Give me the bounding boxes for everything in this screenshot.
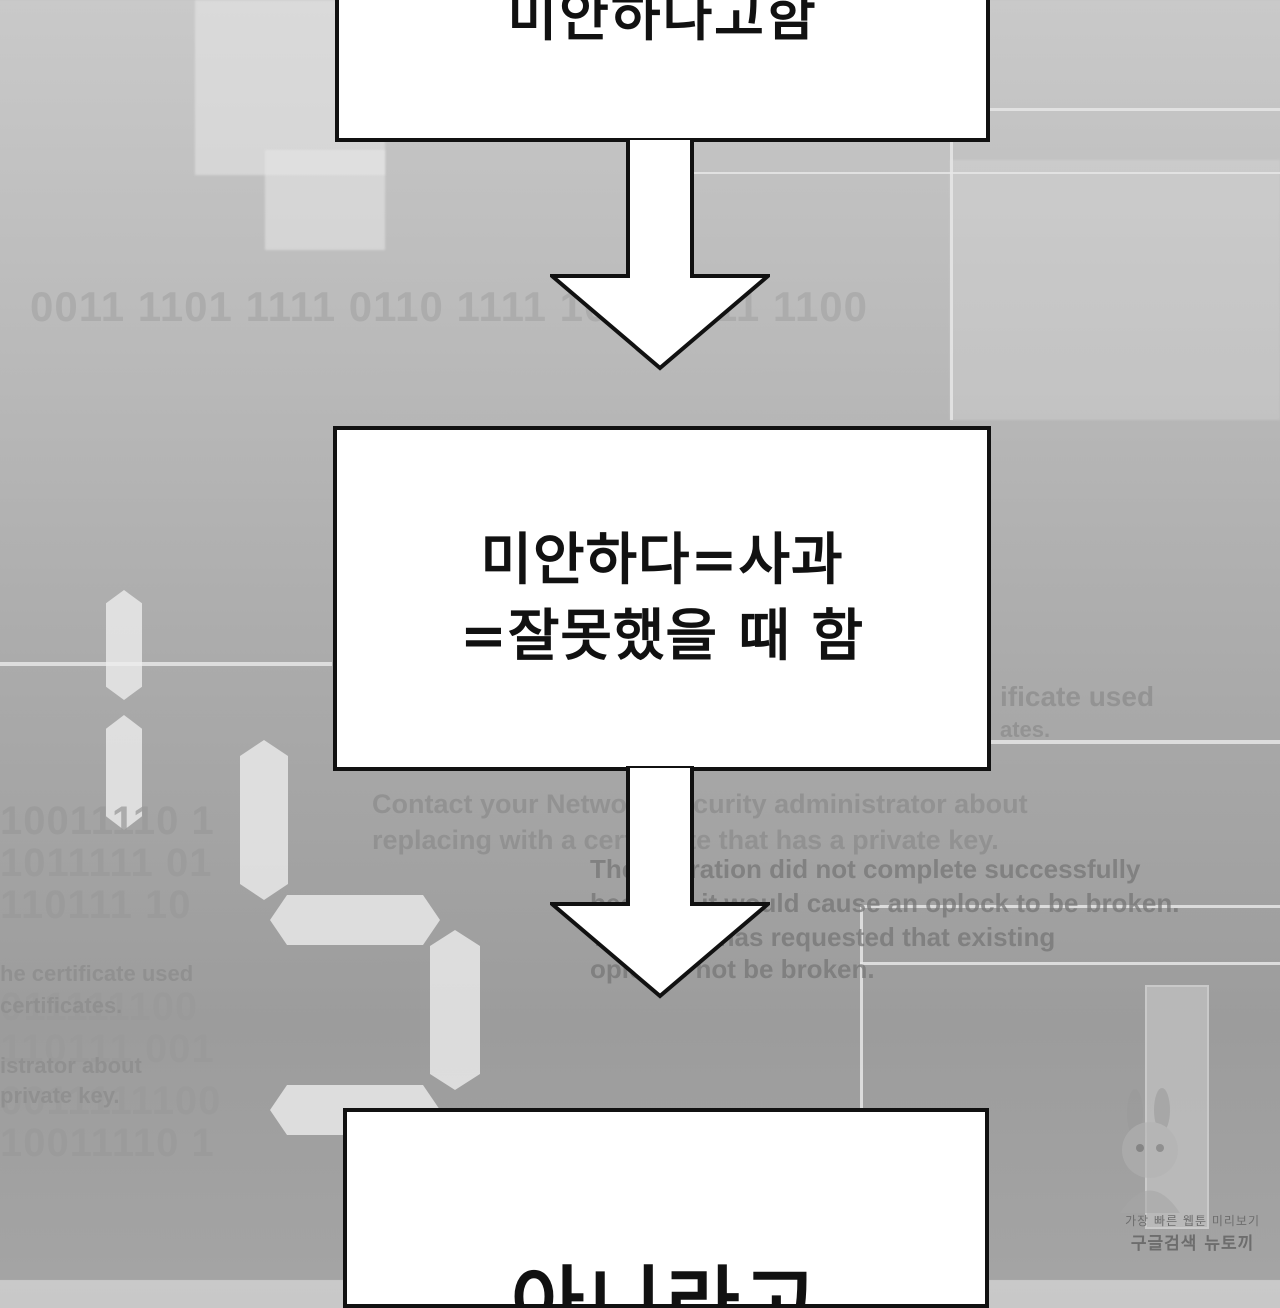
watermark-line-1: 가장 빠른 웹툰 미리보기 — [1125, 1214, 1260, 1228]
flow-box-1: 미안하다고함 — [335, 0, 990, 142]
background: 0011 1101 1111 0110 1111 1011 0111 1100 … — [0, 0, 1280, 1280]
rabbit-mascot-icon — [1120, 1088, 1180, 1213]
bg-cert-right-1: ificate used — [1000, 681, 1155, 712]
flow-box-3-text: 아니라고 — [510, 1257, 822, 1308]
bg-segment — [106, 715, 142, 830]
grid-line — [860, 905, 1280, 908]
bg-cert-left-4: private key. — [0, 1083, 120, 1108]
bg-cert-left-3: istrator about — [0, 1053, 142, 1078]
grid-line — [860, 905, 863, 1280]
flow-box-2-line-2: =잘못했을 때 함 — [459, 602, 865, 669]
bg-binary-row: 011111100 — [0, 985, 199, 1029]
grid-line — [0, 662, 332, 666]
bg-binary-row: 0011111100 — [0, 1079, 222, 1123]
bg-binary-row: 110111 001 — [0, 1027, 215, 1071]
bg-binary-row: 10011110 1 — [0, 799, 215, 843]
bg-block — [950, 160, 1280, 420]
watermark: 가장 빠른 웹툰 미리보기 구글검색 뉴토끼 — [1125, 1212, 1260, 1254]
arrow-down-1-icon — [550, 138, 770, 371]
flow-box-2-line-1: 미안하다=사과 — [480, 526, 844, 593]
flow-box-1-text: 미안하다고함 — [507, 0, 818, 48]
bg-cert-left-1: he certificate used — [0, 961, 194, 986]
grid-line — [990, 108, 1280, 111]
bg-cert-right-2: ates. — [1000, 717, 1051, 742]
bg-segment — [430, 930, 480, 1090]
grid-line — [690, 172, 1280, 174]
grid-line — [860, 962, 1280, 965]
bg-binary-row: 10011110 1 — [0, 1121, 215, 1165]
bg-segment — [106, 590, 142, 700]
bg-segment — [270, 895, 440, 945]
bg-binary-row: 1011111 01 — [0, 841, 213, 885]
watermark-line-2: 구글검색 뉴토끼 — [1130, 1234, 1255, 1254]
flow-box-3: 아니라고 — [343, 1108, 989, 1308]
bg-cert-left-2: certificates. — [0, 993, 123, 1018]
grid-line — [990, 740, 1280, 744]
grid-line — [950, 140, 953, 420]
bg-binary-row: 110111 10 — [0, 883, 192, 927]
bg-block — [265, 150, 385, 250]
bg-segment — [240, 740, 288, 900]
bg-binary-left: 10011110 1 1011111 01 110111 10 01111110… — [0, 800, 221, 1164]
flow-box-2: 미안하다=사과 =잘못했을 때 함 — [333, 426, 991, 771]
arrow-down-2-icon — [550, 766, 770, 999]
